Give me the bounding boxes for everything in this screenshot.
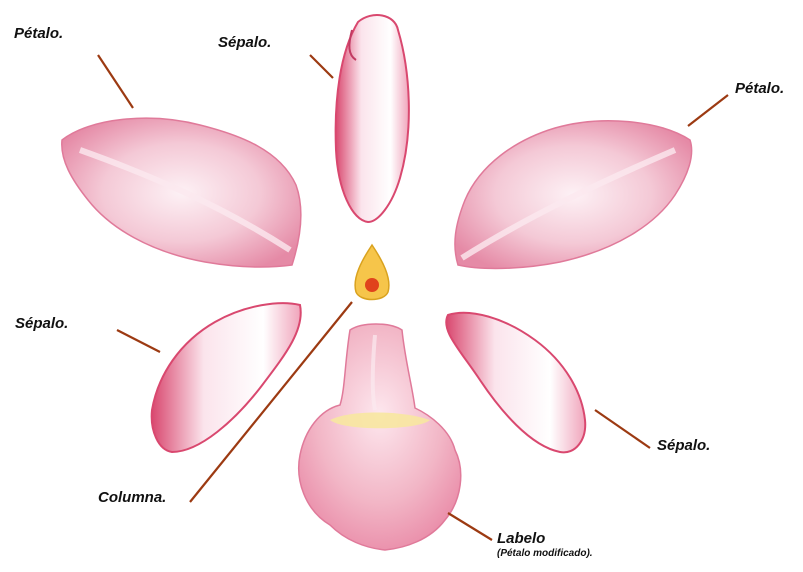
leader-sepalo-top [310,55,333,78]
label-labelo: Labelo [497,530,545,547]
leader-sepalo-right [595,410,650,448]
left-sepal [152,303,301,452]
label-sepalo-right: Sépalo. [657,437,710,454]
label-labelo-sub: (Pétalo modificado). [497,548,593,559]
label-petalo-left: Pétalo. [14,25,63,42]
label-columna: Columna. [98,489,166,506]
label-sepalo-left: Sépalo. [15,315,68,332]
leader-labelo [448,513,492,540]
leader-petalo-right [688,95,728,126]
label-petalo-right: Pétalo. [735,80,784,97]
leader-sepalo-left [117,330,160,352]
label-sepalo-top: Sépalo. [218,34,271,51]
column-center [365,278,379,292]
leader-petalo-left [98,55,133,108]
labelo [299,324,461,550]
top-sepal [336,15,409,222]
right-sepal [446,313,585,453]
